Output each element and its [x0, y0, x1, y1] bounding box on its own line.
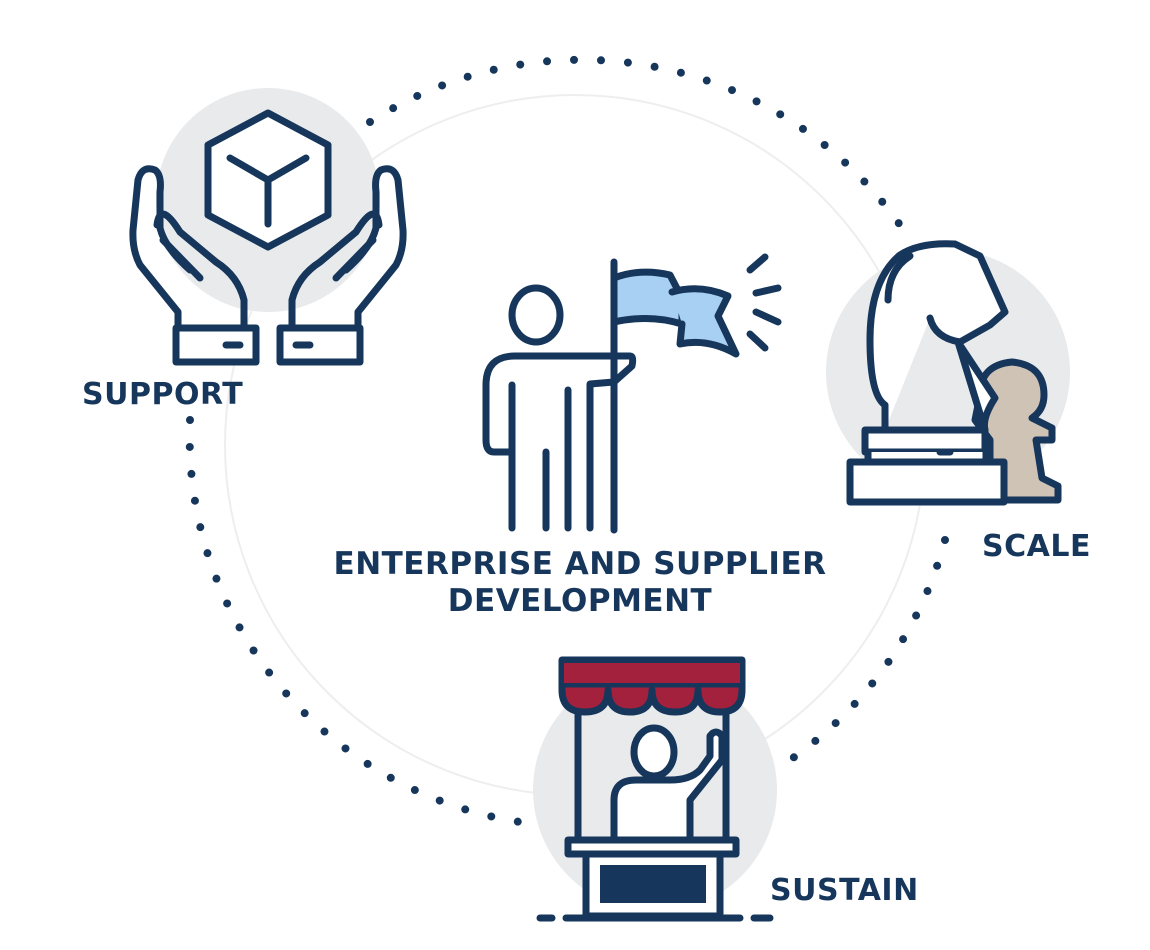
sustain-label: SUSTAIN	[770, 873, 919, 908]
dotted-arc-left	[185, 416, 524, 826]
dotted-cycle-arcs	[185, 55, 949, 826]
center-label-line1: ENTERPRISE AND SUPPLIER	[333, 546, 827, 582]
support-label: SUPPORT	[82, 377, 244, 412]
chess-knight-and-pawn-icon	[846, 240, 1062, 506]
market-stall-vendor-icon	[536, 656, 774, 922]
person-with-flag-icon	[482, 253, 782, 534]
scale-label: SCALE	[982, 529, 1091, 564]
hands-holding-cube-icon	[129, 109, 407, 366]
dotted-arc-right	[786, 536, 949, 764]
dotted-arc-top	[366, 55, 904, 229]
center-label: ENTERPRISE AND SUPPLIER DEVELOPMENT	[300, 546, 860, 620]
center-label-line2: DEVELOPMENT	[447, 583, 713, 620]
